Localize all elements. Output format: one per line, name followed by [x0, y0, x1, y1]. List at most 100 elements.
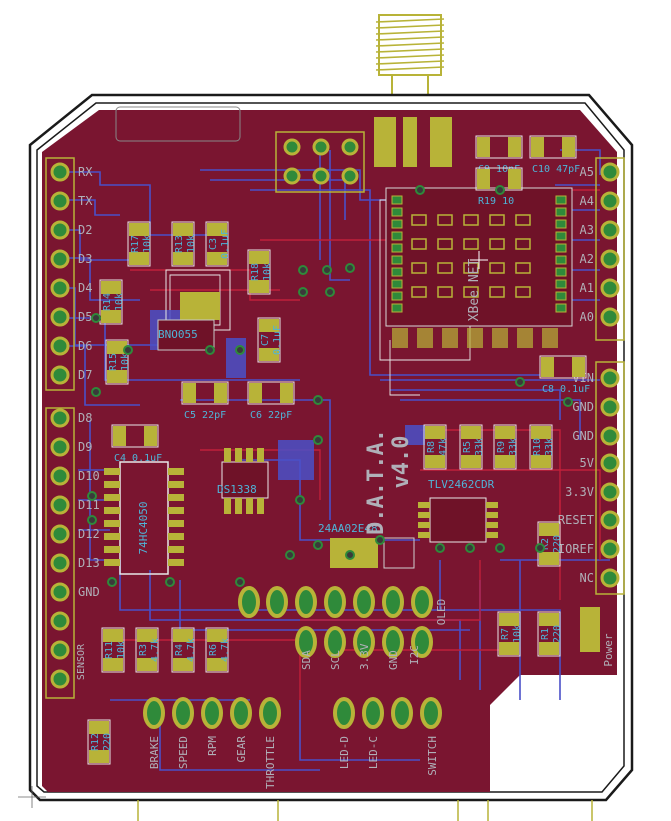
smd-ref-label: R13 [174, 235, 185, 253]
smd-ref-label: R8 [426, 441, 437, 453]
smd-ref-label: R1 [540, 628, 551, 640]
smd-value-label: 4.7k [186, 638, 197, 662]
left-header-pad [50, 437, 70, 457]
left-header-pad [50, 640, 70, 660]
left-pin-label: D7 [78, 368, 92, 382]
smd-ref-label: R11 [104, 641, 115, 659]
left-header-pad [50, 408, 70, 428]
left-header-pad [50, 524, 70, 544]
smd-ref-label: C3 [208, 238, 219, 250]
via [313, 395, 323, 405]
smd-r19: R19 10 [475, 167, 523, 207]
via [235, 345, 245, 355]
via [415, 185, 425, 195]
right-pin-label: A2 [580, 252, 594, 266]
left-pin-label: D3 [78, 252, 92, 266]
smd-value-label: 10k [120, 353, 131, 371]
smd-value-label: 4.7k [150, 638, 161, 662]
via [515, 377, 525, 387]
left-header-pad [50, 466, 70, 486]
right-header-pad [600, 220, 620, 240]
via [107, 577, 117, 587]
via [495, 543, 505, 553]
left-pin-label: D8 [78, 411, 92, 425]
left-header-pad [50, 582, 70, 602]
board-title-line2: v4.0 [389, 436, 414, 489]
left-pin-label: D4 [78, 281, 92, 295]
right-header-pad [600, 510, 620, 530]
smd-ref-label: C8 0.1uF [542, 384, 590, 395]
icsp-header [275, 131, 365, 193]
smd-value-label: 0.1uF [272, 325, 283, 355]
connector-label: BRAKE [148, 736, 161, 769]
via [235, 577, 245, 587]
via [322, 265, 332, 275]
left-pin-label: D12 [78, 527, 100, 541]
via [205, 345, 215, 355]
connector-label: LED-D [338, 736, 351, 769]
power-group-label: Power [602, 633, 615, 666]
smd-ref-label: R7 [500, 628, 511, 640]
via [465, 543, 475, 553]
connector-label: GND [387, 650, 400, 670]
via [87, 491, 97, 501]
left-header-pad [50, 249, 70, 269]
smd-c10: C10 47pF [529, 135, 580, 175]
right-pin-label: 3.3V [565, 485, 594, 499]
right-header-pad [600, 162, 620, 182]
right-pin-label: A1 [580, 281, 594, 295]
smd-ref-label: R3 [138, 644, 149, 656]
eeprom-label: 24AA02E48 [318, 522, 378, 535]
ic-74hc4050-label: 74HC4050 [137, 502, 150, 555]
ic-ds1338: DS1338 [217, 448, 269, 514]
via [285, 550, 295, 560]
smd-value-label: 10k [142, 235, 153, 253]
smd-c5: C5 22pF [181, 381, 229, 421]
left-pin-label: D2 [78, 223, 92, 237]
right-header-pad [600, 426, 620, 446]
connector-label: SCL [329, 650, 342, 670]
left-header-pad [50, 220, 70, 240]
via [535, 543, 545, 553]
right-pin-label: RESET [558, 513, 594, 527]
smd-ref-label: R2 [540, 538, 551, 550]
via [298, 265, 308, 275]
xbee-label: XBee NET [467, 259, 482, 322]
right-header-pad [600, 568, 620, 588]
via [313, 435, 323, 445]
smd-value-label: 33k [474, 438, 485, 456]
right-pin-label: IOREF [558, 542, 594, 556]
xbee-module: XBee NET [385, 187, 573, 348]
via [345, 263, 355, 273]
connector-label: GEAR [235, 736, 248, 763]
smd-value-label: 220 [552, 535, 563, 553]
via [165, 577, 175, 587]
left-header-pad [50, 553, 70, 573]
right-header-pad [600, 307, 620, 327]
connector-label: OLED [435, 599, 448, 626]
smd-value-label: 33k [508, 438, 519, 456]
via [435, 543, 445, 553]
smd-value-label: 0.1uF [220, 229, 231, 259]
left-pin-label: GND [78, 585, 100, 599]
right-pin-label: A5 [580, 165, 594, 179]
tlv2462-label: TLV2462CDR [428, 478, 495, 491]
left-pin-label: D13 [78, 556, 100, 570]
right-header-pad [600, 368, 620, 388]
board-title: D.A.T.A. v4.0 [364, 429, 414, 535]
smd-value-label: 47k [438, 438, 449, 456]
right-header: A5A4A3A2A1A0VINGNDGND5V3.3VRESETIOREFNC … [558, 157, 625, 667]
smd-value-label: 4.7k [220, 638, 231, 662]
left-header-pad [50, 162, 70, 182]
smd-value-label: 10k [186, 235, 197, 253]
